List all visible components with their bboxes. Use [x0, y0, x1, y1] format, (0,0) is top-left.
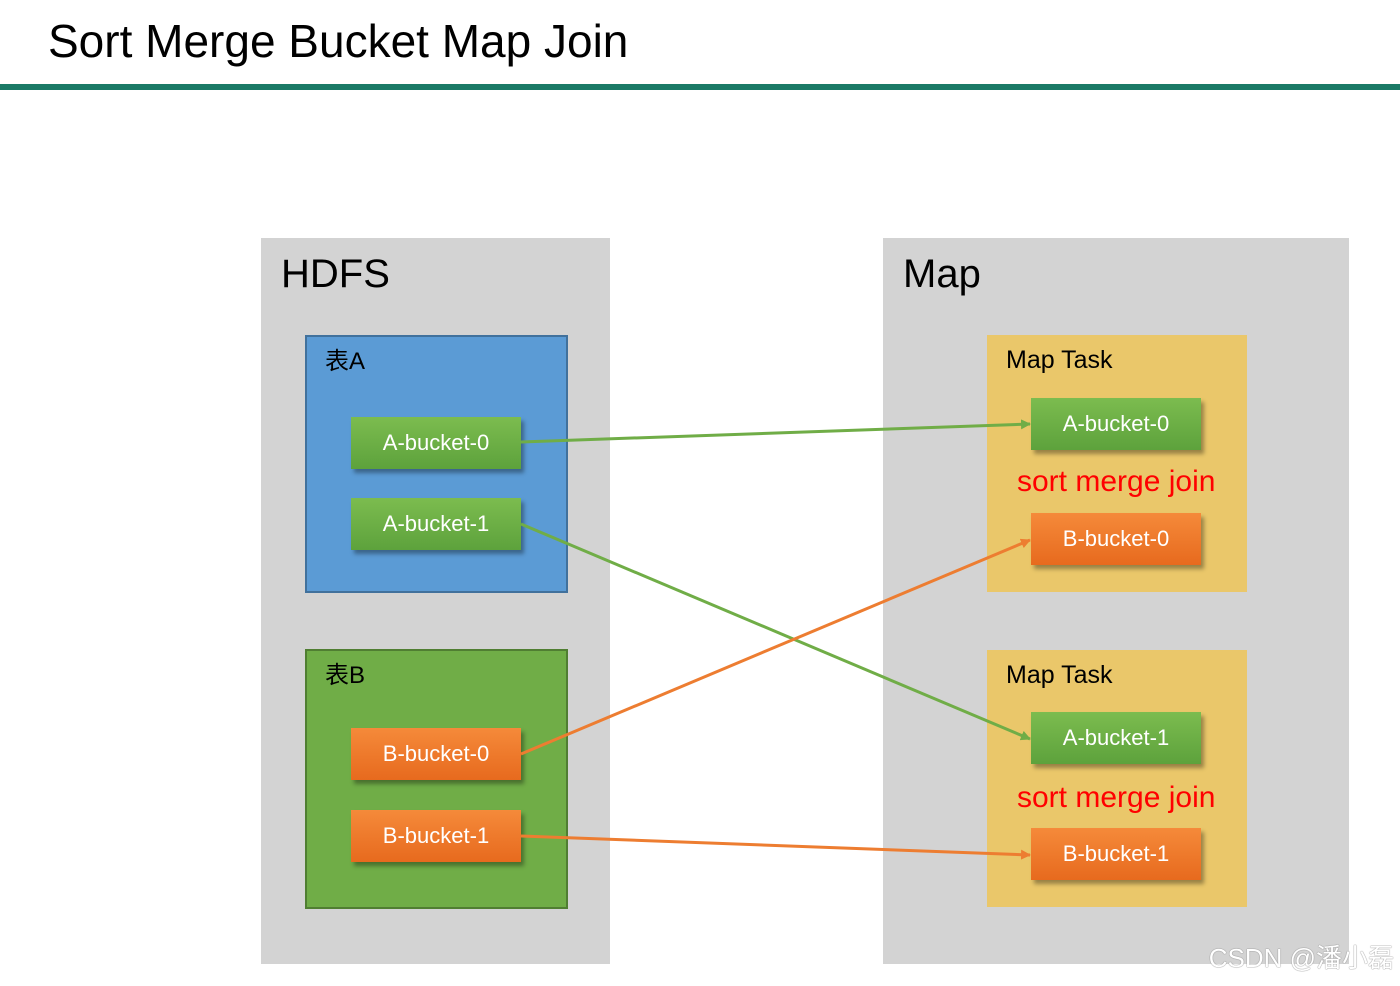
map-task-2-b-bucket: B-bucket-1	[1031, 828, 1201, 880]
map-label: Map	[903, 252, 981, 296]
table-a-label: 表A	[325, 348, 366, 375]
arrow-b-bucket-1	[520, 834, 1031, 860]
arrow-a-bucket-1	[520, 522, 1031, 741]
map-task-2-join-label: sort merge join	[1017, 781, 1216, 814]
arrow-b-bucket-0	[520, 538, 1031, 756]
hdfs-label: HDFS	[281, 252, 390, 296]
map-task-1-b-bucket: B-bucket-0	[1031, 513, 1201, 565]
b-bucket-1-source: B-bucket-1	[351, 810, 521, 862]
table-b-label: 表B	[325, 662, 366, 689]
map-task-2-label: Map Task	[1006, 661, 1113, 689]
b-bucket-0-source: B-bucket-0	[351, 728, 521, 780]
a-bucket-0-source: A-bucket-0	[351, 417, 521, 469]
map-task-1-a-bucket: A-bucket-0	[1031, 398, 1201, 450]
map-task-2-a-bucket: A-bucket-1	[1031, 712, 1201, 764]
a-bucket-1-source: A-bucket-1	[351, 498, 521, 550]
csdn-watermark: CSDN @潘小磊	[1208, 943, 1394, 973]
arrow-a-bucket-0	[520, 419, 1031, 444]
title-divider	[0, 84, 1400, 90]
map-task-1-label: Map Task	[1006, 346, 1113, 374]
page-title: Sort Merge Bucket Map Join	[48, 15, 629, 67]
map-task-1-join-label: sort merge join	[1017, 465, 1216, 498]
